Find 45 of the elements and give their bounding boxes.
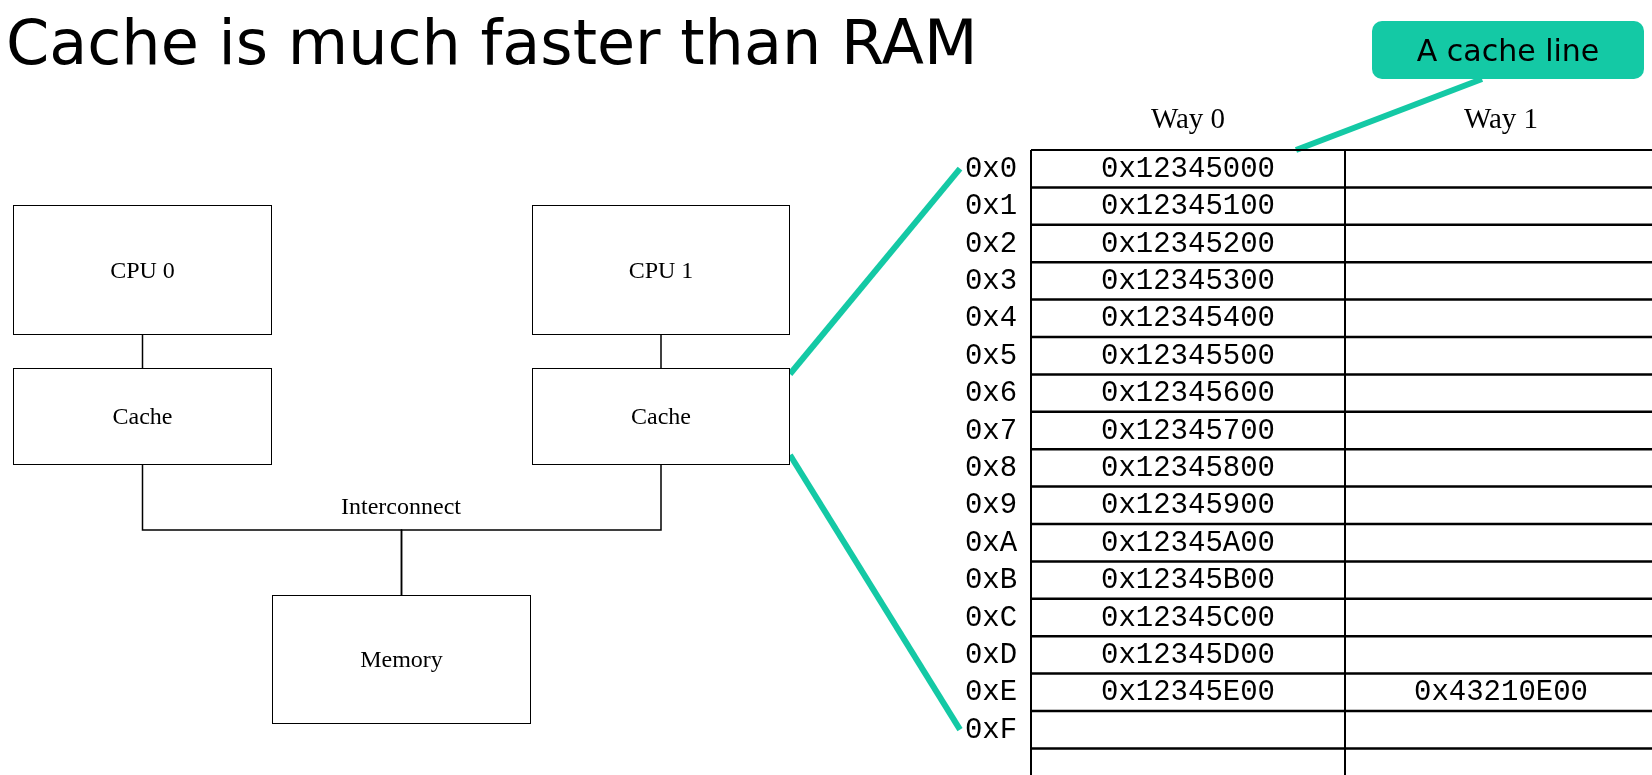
component-box: CPU 0	[13, 205, 272, 335]
address-cell: 0x12345100	[1101, 191, 1275, 221]
address-cell: 0x43210E00	[1414, 677, 1588, 707]
row-index: 0x6	[964, 378, 1018, 408]
row-index: 0x1	[964, 191, 1018, 221]
row-index: 0x4	[964, 303, 1018, 333]
address-cell: 0x12345E00	[1101, 677, 1275, 707]
row-index: 0x8	[964, 453, 1018, 483]
row-index: 0x7	[964, 416, 1018, 445]
slide-title: Cache is much faster than RAM	[6, 5, 978, 81]
row-index: 0x9	[964, 490, 1018, 520]
row-index: 0x0	[964, 154, 1018, 184]
address-cell: 0x12345A00	[1101, 528, 1275, 558]
address-cell: 0x12345200	[1101, 229, 1275, 258]
row-index: 0xB	[964, 565, 1018, 595]
row-index: 0x3	[964, 266, 1018, 296]
address-cell: 0x12345700	[1101, 416, 1275, 445]
row-index: 0x2	[964, 229, 1018, 258]
address-cell: 0x12345400	[1101, 303, 1275, 333]
connector-line	[141, 334, 144, 369]
row-index: 0xE	[964, 677, 1018, 707]
zoom-line	[1294, 76, 1484, 153]
address-cell: 0x12345C00	[1101, 603, 1275, 632]
row-index: 0xC	[964, 603, 1018, 632]
address-cell: 0x12345800	[1101, 453, 1275, 483]
row-index: 0xD	[964, 640, 1018, 670]
row-index: 0x5	[964, 341, 1018, 371]
connector-line	[660, 334, 662, 369]
address-cell: 0x12345D00	[1101, 640, 1275, 670]
address-cell: 0x12345300	[1101, 266, 1275, 296]
callout-box: A cache line	[1372, 21, 1644, 79]
row-index: 0xF	[964, 715, 1018, 745]
address-cell: 0x12345000	[1101, 154, 1275, 184]
address-cell: 0x12345600	[1101, 378, 1275, 408]
address-cell: 0x12345500	[1101, 341, 1275, 371]
row-index: 0xA	[964, 528, 1018, 558]
address-cell: 0x12345900	[1101, 490, 1275, 520]
address-cell: 0x12345B00	[1101, 565, 1275, 595]
component-box: Cache	[532, 368, 790, 465]
column-header: Way 1	[1463, 103, 1539, 133]
component-box: Cache	[13, 368, 272, 465]
connector-line	[400, 464, 662, 596]
column-header: Way 0	[1150, 103, 1226, 133]
component-box: CPU 1	[532, 205, 790, 335]
component-box: Memory	[272, 595, 531, 724]
